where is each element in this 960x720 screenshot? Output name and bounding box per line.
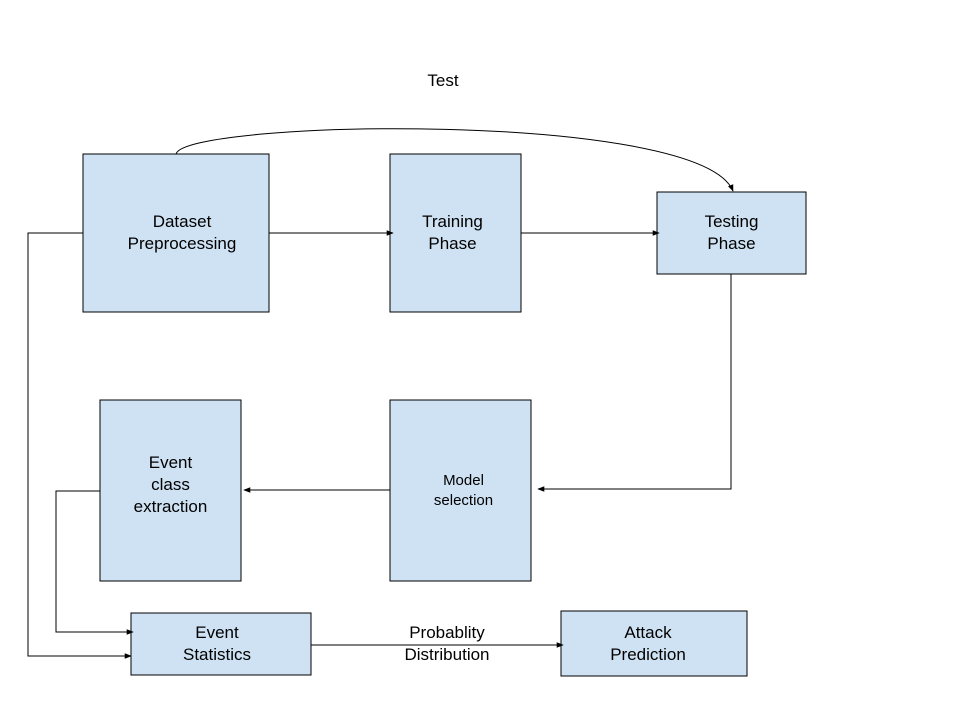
testing-phase-label: Testing Phase xyxy=(657,192,806,274)
dataset-line2: Preprocessing xyxy=(127,234,237,253)
diagram-title: Test xyxy=(400,70,486,92)
model-selection-box xyxy=(389,399,532,582)
model-line1: Model xyxy=(443,471,484,489)
attack-line1: Attack xyxy=(624,622,672,642)
training-phase-box xyxy=(389,153,522,313)
testing-phase-box xyxy=(656,191,807,275)
event-class-extraction-label: Event class extraction xyxy=(100,390,241,580)
event-statistics-label: Event Statistics xyxy=(131,613,303,675)
event-class-extraction-box xyxy=(99,399,242,582)
attack-prediction-label: Attack Prediction xyxy=(561,611,735,676)
probability-distribution-label: Probablity Distribution xyxy=(377,621,517,667)
dataset-preprocessing-label: Dataset Preprocessing xyxy=(83,154,281,312)
edge-event-class-to-statistics xyxy=(55,490,134,635)
model-line2: selection xyxy=(433,491,494,509)
testing-line1: Testing xyxy=(704,212,759,231)
edge-dataset-to-statistics xyxy=(27,232,132,659)
training-phase-label: Training Phase xyxy=(390,154,515,312)
edge-dataset-to-testing-curve xyxy=(175,128,734,192)
dataset-preprocessing-box xyxy=(82,153,270,313)
prob-line1: Probablity xyxy=(409,623,485,642)
training-line1: Training xyxy=(422,212,483,231)
edge-testing-to-model xyxy=(537,274,732,492)
model-selection-label: Model selection xyxy=(390,400,537,581)
dataset-line1: Dataset xyxy=(152,212,212,231)
event-stats-line1: Event xyxy=(195,623,239,642)
event-class-line3: extraction xyxy=(133,497,208,516)
attack-prediction-box xyxy=(560,610,748,677)
attack-line2: Prediction xyxy=(610,644,686,664)
event-stats-line2: Statistics xyxy=(182,645,252,664)
event-class-line2: class xyxy=(151,475,190,494)
event-class-line1: Event xyxy=(148,453,193,472)
testing-line2: Phase xyxy=(707,234,756,253)
prob-line2: Distribution xyxy=(404,645,490,664)
diagram-title-text: Test xyxy=(427,71,459,90)
event-statistics-box xyxy=(130,612,312,676)
training-line2: Phase xyxy=(428,234,477,253)
